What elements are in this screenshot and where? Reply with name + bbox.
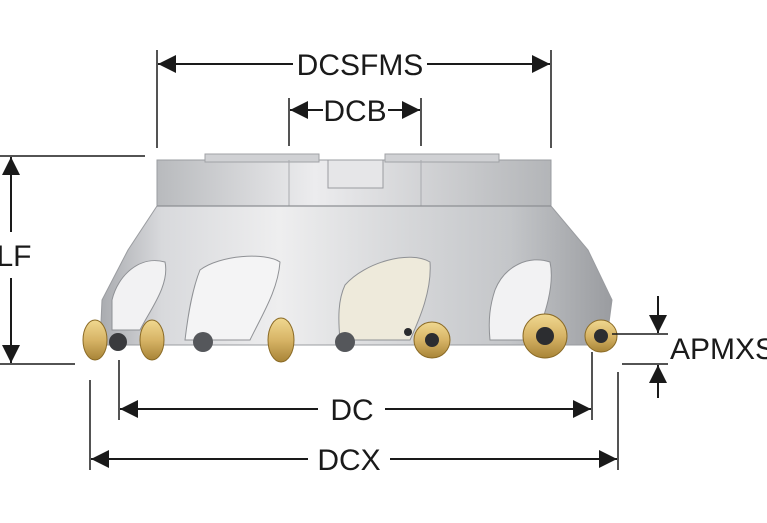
- dimension-dcb: DCB: [288, 95, 422, 146]
- dimension-dc: DC: [118, 352, 593, 427]
- label-dcx: DCX: [317, 444, 380, 477]
- label-dc: DC: [330, 394, 373, 427]
- label-dcsfms: DCSFMS: [297, 49, 424, 82]
- cutting-insert: [82, 313, 618, 363]
- dimension-dcsfms: DCSFMS: [156, 49, 552, 148]
- dimension-lf: LF: [0, 155, 145, 365]
- dimension-dcx: DCX: [89, 372, 619, 477]
- dimension-apmxs: APMXS: [612, 296, 767, 398]
- label-apmxs: APMXS: [670, 333, 767, 366]
- label-dcb: DCB: [323, 95, 386, 128]
- label-lf: LF: [0, 240, 32, 273]
- milling-cutter-body: [99, 153, 613, 352]
